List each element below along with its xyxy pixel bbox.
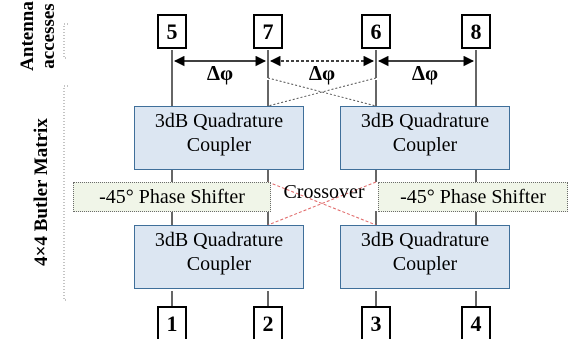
- coupler-bottom-right-line2: Coupler: [392, 253, 458, 275]
- coupler-top-left-line2: Coupler: [186, 134, 252, 156]
- phase-shifter-right: -45° Phase Shifter: [378, 182, 568, 212]
- crossover-line-b: [267, 181, 377, 226]
- coupler-bottom-left-line1: 3dB Quadrature: [154, 229, 284, 251]
- antenna-label-line1: Antenna: [17, 1, 38, 71]
- coupler-bottom-left: 3dB Quadrature Coupler: [134, 225, 304, 289]
- input-port-4: 4: [461, 306, 491, 339]
- antenna-accesses-label: Antenna accesses: [17, 0, 61, 81]
- crossover-line-a: [267, 181, 377, 226]
- delta-phi-3: Δφ: [411, 61, 439, 85]
- input-port-2: 2: [253, 306, 283, 339]
- butler-bracket: [63, 85, 68, 301]
- input-port-1: 1: [157, 306, 187, 339]
- delta-phi-2: Δφ: [308, 61, 336, 85]
- coupler-bottom-right: 3dB Quadrature Coupler: [340, 225, 510, 289]
- coupler-bottom-right-line1: 3dB Quadrature: [360, 229, 490, 251]
- delta-phi-1: Δφ: [206, 61, 234, 85]
- antenna-port-5: 5: [157, 14, 187, 49]
- coupler-top-right-line2: Coupler: [392, 134, 458, 156]
- crossover-label: Crossover: [283, 181, 365, 203]
- antenna-label-line2: accesses: [38, 3, 59, 69]
- input-port-3: 3: [361, 306, 391, 339]
- coupler-top-left-line1: 3dB Quadrature: [154, 110, 284, 132]
- coupler-top-left: 3dB Quadrature Coupler: [134, 106, 304, 170]
- coupler-top-right: 3dB Quadrature Coupler: [340, 106, 510, 170]
- coupler-top-right-line1: 3dB Quadrature: [360, 110, 490, 132]
- antenna-bracket: [63, 23, 68, 59]
- antenna-port-8: 8: [461, 14, 491, 49]
- dotted-cross-a: [267, 77, 377, 107]
- phase-shifter-left: -45° Phase Shifter: [73, 182, 271, 212]
- butler-matrix-label: 4×4 Butler Matrix: [31, 118, 52, 266]
- antenna-port-7: 7: [253, 14, 283, 49]
- coupler-bottom-left-line2: Coupler: [186, 253, 252, 275]
- antenna-port-6: 6: [361, 14, 391, 49]
- dotted-cross-b: [267, 77, 377, 107]
